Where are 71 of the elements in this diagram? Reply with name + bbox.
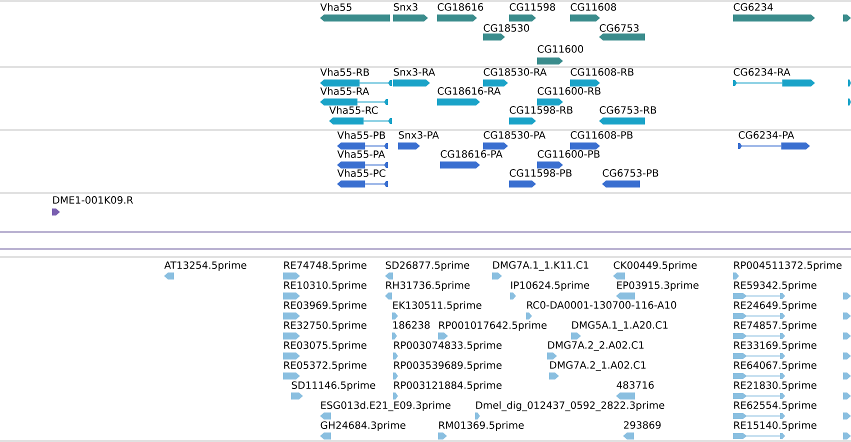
feature-label: Vha55 [320, 3, 352, 11]
feature-label: CG11600-PB [538, 150, 600, 158]
feature-label: RE05372.5prime [284, 361, 366, 371]
feature-label: CG18530 [484, 24, 530, 32]
feature-label: EK130511.5prime [393, 301, 482, 311]
feature-label: DMG5A.1_1.A20.C1 [572, 321, 668, 331]
feature-label: 483716 [616, 381, 654, 389]
feature-label: CG11598-RB [510, 106, 572, 114]
feature-label: Snx3-RA [394, 68, 436, 76]
feature-label: CG18530-PA [484, 131, 546, 139]
feature-label: RP001017642.5prime [439, 321, 547, 331]
feature-label: CG18616-PA [440, 150, 502, 158]
feature-label: ESG013d.E21_E09.3prime [321, 401, 450, 412]
feature-label: CG18530-RA [484, 68, 547, 76]
feature-label: CG11608-PB [570, 131, 633, 139]
feature-label: SD11146.5prime [292, 381, 376, 391]
feature-label: AT13254.5prime [164, 261, 246, 271]
feature-label: RP003539689.5prime [394, 361, 502, 371]
feature-label: RM01369.5prime [439, 421, 524, 431]
feature-label: Vha55-RB [320, 68, 369, 76]
feature-label: Vha55-RA [320, 87, 370, 95]
feature-label: CG11600-RB [538, 87, 600, 95]
feature-label: DMG7A.1_1.K11.C1 [493, 261, 588, 271]
feature-label: RE03075.5prime [284, 341, 366, 351]
feature-label: CG6234-RA [734, 68, 790, 76]
feature-label: RE15140.5prime [734, 421, 816, 431]
feature-label: Snx3 [394, 3, 418, 11]
feature-label: Vha55-PC [337, 169, 386, 177]
feature-label: DMG7A.2_1.A02.C1 [550, 361, 646, 371]
feature-label: DMG7A.2_2.A02.C1 [548, 341, 644, 351]
feature-label: 186238 [393, 321, 430, 329]
feature-label: GH24684.3prime [320, 421, 406, 431]
feature-label: RP003121884.5prime [394, 381, 502, 391]
feature-label: Vha55-PA [337, 150, 385, 158]
feature-label: SD26877.5prime [386, 261, 470, 271]
feature-label: Dmel_dig_012437_0592_2822.3prime [476, 401, 664, 412]
feature-label: CG18616-RA [438, 87, 501, 95]
feature-label: CG11598-PB [510, 169, 572, 177]
feature-label: Vha55-RC [329, 106, 378, 114]
feature-label: DME1-001K09.R [53, 196, 134, 204]
feature-label: RE10310.5prime [284, 281, 366, 291]
feature-label: RE59342.5prime [734, 281, 816, 291]
feature-label: CG6753 [600, 24, 639, 32]
feature-label: 293869 [624, 421, 661, 429]
feature-label: RH31736.5prime [386, 281, 470, 291]
feature-label: RE74748.5prime [284, 261, 366, 271]
feature-label: RC0-DA0001-130700-116-A10 [527, 301, 676, 309]
feature-label: RE33169.5prime [734, 341, 816, 351]
feature-label: RE21830.5prime [734, 381, 816, 391]
feature-label: CG11598 [510, 3, 556, 11]
feature-label: CG6234-PA [738, 131, 794, 139]
feature-label: CG6753-RB [600, 106, 656, 114]
feature-label: CG11608-RB [570, 68, 634, 76]
feature-label: RE64067.5prime [734, 361, 816, 371]
feature-label: RE24649.5prime [734, 301, 816, 311]
feature-label: CK00449.5prime [614, 261, 697, 271]
feature-label: CG11600 [538, 45, 584, 53]
feature-label: RE32750.5prime [284, 321, 366, 331]
feature-label: CG11608 [570, 3, 616, 11]
feature-label: RE03969.5prime [284, 301, 366, 311]
feature-label: CG6753-PB [602, 169, 658, 177]
feature-label: EP03915.3prime [617, 281, 698, 291]
feature-label: RP003074833.5prime [394, 341, 502, 351]
feature-label: Vha55-PB [337, 131, 386, 139]
feature-label: RE62554.5prime [734, 401, 816, 411]
feature-label: IP10624.5prime [511, 281, 590, 291]
feature-label: RE74857.5prime [734, 321, 816, 331]
feature-label: RP004511372.5prime [734, 261, 842, 271]
feature-label: CG18616 [438, 3, 484, 11]
feature-label: CG6234 [734, 3, 773, 11]
feature-label: Snx3-PA [398, 131, 439, 139]
